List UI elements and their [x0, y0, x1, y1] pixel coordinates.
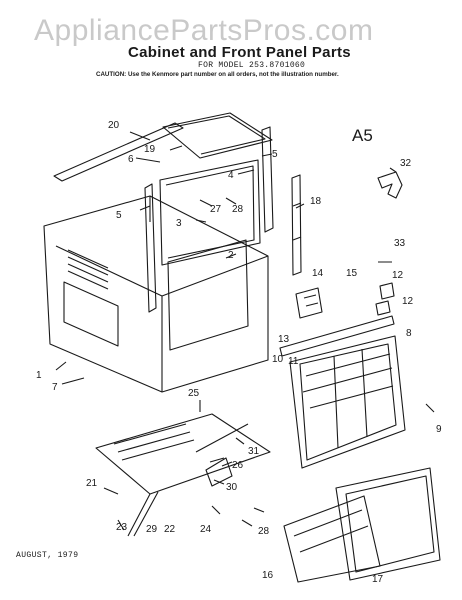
callout: 30	[226, 482, 238, 493]
front-panel-frame	[289, 335, 406, 469]
post-18	[291, 174, 302, 276]
callout: 15	[346, 268, 358, 279]
callout: 32	[400, 158, 412, 169]
callout: 24	[200, 524, 212, 535]
knobs-12	[375, 282, 395, 316]
channel-5-right	[261, 126, 274, 233]
callout: 1	[36, 370, 42, 381]
screw-28	[241, 519, 253, 527]
screw-26	[209, 457, 225, 463]
callout: 7	[52, 382, 58, 393]
callout: 25	[188, 388, 200, 399]
callout: 28	[232, 204, 244, 215]
callout: 21	[86, 478, 98, 489]
callout: 13	[278, 334, 290, 345]
filter-clips	[295, 287, 323, 319]
callout: 19	[144, 144, 156, 155]
callout: 3	[176, 218, 182, 229]
top-frame	[162, 112, 273, 159]
callout: 17	[372, 574, 384, 585]
louver-strip	[279, 315, 395, 357]
callout: 12	[402, 296, 414, 307]
callout: 4	[228, 170, 234, 181]
cabinet-louvers	[67, 249, 109, 290]
frame-opening	[159, 159, 261, 266]
callout: 6	[128, 154, 134, 165]
screw-24	[211, 505, 221, 515]
control-panel-plate	[95, 413, 271, 495]
callout: 14	[312, 268, 324, 279]
callout: 18	[310, 196, 322, 207]
model-number: FOR MODEL 253.8701060	[198, 61, 306, 70]
callout: 9	[436, 424, 442, 435]
callout: 2	[228, 250, 234, 261]
rod-25	[195, 423, 249, 453]
callout: 23	[116, 522, 128, 533]
bracket-30	[205, 457, 233, 487]
callout: 28	[258, 526, 270, 537]
callout: 16	[262, 570, 274, 581]
callout: 11	[288, 356, 299, 367]
callout: 33	[394, 238, 406, 249]
callout: 27	[210, 204, 222, 215]
callout: 26	[232, 460, 244, 471]
watermark: AppliancePartsPros.com	[34, 14, 374, 47]
caution-note: CAUTION: Use the Kenmore part number on …	[96, 71, 339, 78]
diagram-code: A5	[352, 126, 373, 145]
callout: 8	[406, 328, 412, 339]
callout: 10	[272, 354, 284, 365]
grille-17	[335, 467, 441, 581]
screw-21	[103, 487, 119, 495]
callout: 31	[248, 446, 260, 457]
screw-23	[117, 519, 125, 531]
brace-22	[127, 491, 159, 537]
bracket-32	[377, 171, 403, 199]
diagram-title: Cabinet and Front Panel Parts	[128, 44, 351, 61]
callout: 20	[108, 120, 120, 131]
callout-labels: 20 19 6 4 5 5 18 27 28 3 2 32 33 14 15 1…	[36, 120, 442, 585]
print-date: AUGUST, 1979	[16, 551, 79, 560]
callout: 5	[116, 210, 122, 221]
callout: 5	[272, 149, 278, 160]
callout: 29	[146, 524, 158, 535]
callout: 12	[392, 270, 404, 281]
callout: 22	[164, 524, 176, 535]
channel-5-left	[144, 183, 157, 313]
top-rail-20	[53, 122, 184, 182]
mounting-panel-2	[167, 239, 249, 351]
